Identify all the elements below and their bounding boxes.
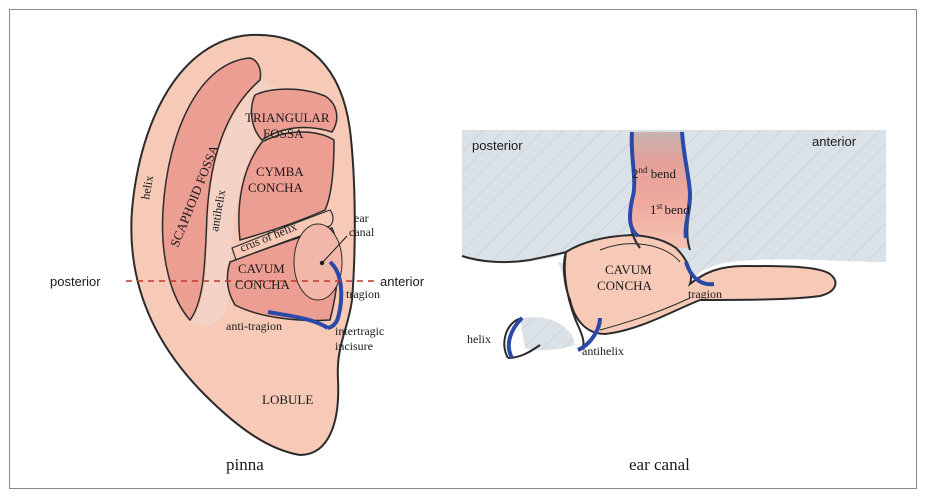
- label-canal-helix: helix: [467, 332, 491, 346]
- label-canal-tragion: tragion: [688, 287, 722, 301]
- ear-canal-opening: [294, 224, 342, 300]
- label-incisure: incisure: [335, 339, 373, 353]
- ear-canal-dot: [320, 261, 324, 265]
- label-pinna-cavum-1: CAVUM: [238, 261, 285, 276]
- label-canal: canal: [349, 225, 375, 239]
- label-canal-cavum-2: CONCHA: [597, 278, 653, 293]
- label-lobule: LOBULE: [262, 392, 313, 407]
- caption-pinna: pinna: [226, 455, 264, 474]
- label-pinna-anterior: anterior: [380, 274, 425, 289]
- label-triangular-2: FOSSA: [263, 126, 304, 141]
- pinna-diagram: helix SCAPHOID FOSSA TRIANGULAR FOSSA CY…: [50, 35, 425, 474]
- caption-ear-canal: ear canal: [629, 455, 690, 474]
- label-cymba-1: CYMBA: [256, 164, 304, 179]
- label-pinna-posterior: posterior: [50, 274, 101, 289]
- label-cymba-2: CONCHA: [248, 180, 304, 195]
- label-pinna-tragion: tragion: [346, 287, 380, 301]
- label-canal-cavum-1: CAVUM: [605, 262, 652, 277]
- label-canal-anterior: anterior: [812, 134, 857, 149]
- label-canal-posterior: posterior: [472, 138, 523, 153]
- label-intertragic: intertragic: [335, 324, 384, 338]
- canal-channel: [630, 132, 690, 248]
- label-triangular-1: TRIANGULAR: [245, 110, 330, 125]
- label-canal-antihelix: antihelix: [582, 344, 624, 358]
- label-ear: ear: [354, 211, 369, 225]
- label-anti-tragion: anti-tragion: [226, 319, 282, 333]
- label-pinna-cavum-2: CONCHA: [235, 277, 291, 292]
